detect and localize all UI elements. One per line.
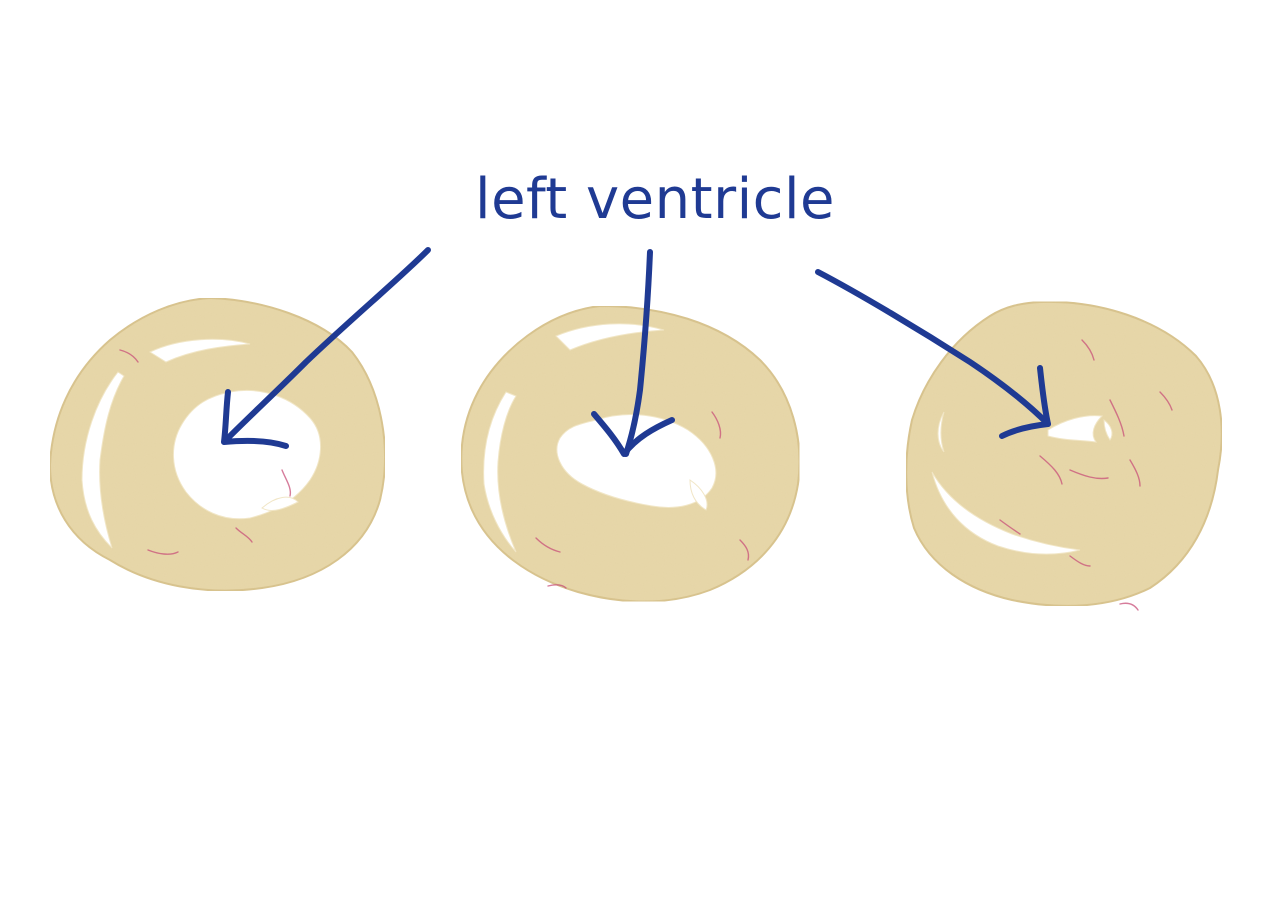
- annotation-arrows: [221, 247, 1051, 457]
- heart-section-middle: [460, 304, 801, 603]
- arrow-middle: [591, 249, 675, 457]
- heart-section-left: [48, 296, 386, 592]
- arrow-left: [221, 247, 431, 449]
- annotation-label-left-ventricle: left ventricle: [475, 167, 835, 232]
- heart-section-right: [905, 300, 1223, 611]
- arrow-right: [815, 269, 1051, 439]
